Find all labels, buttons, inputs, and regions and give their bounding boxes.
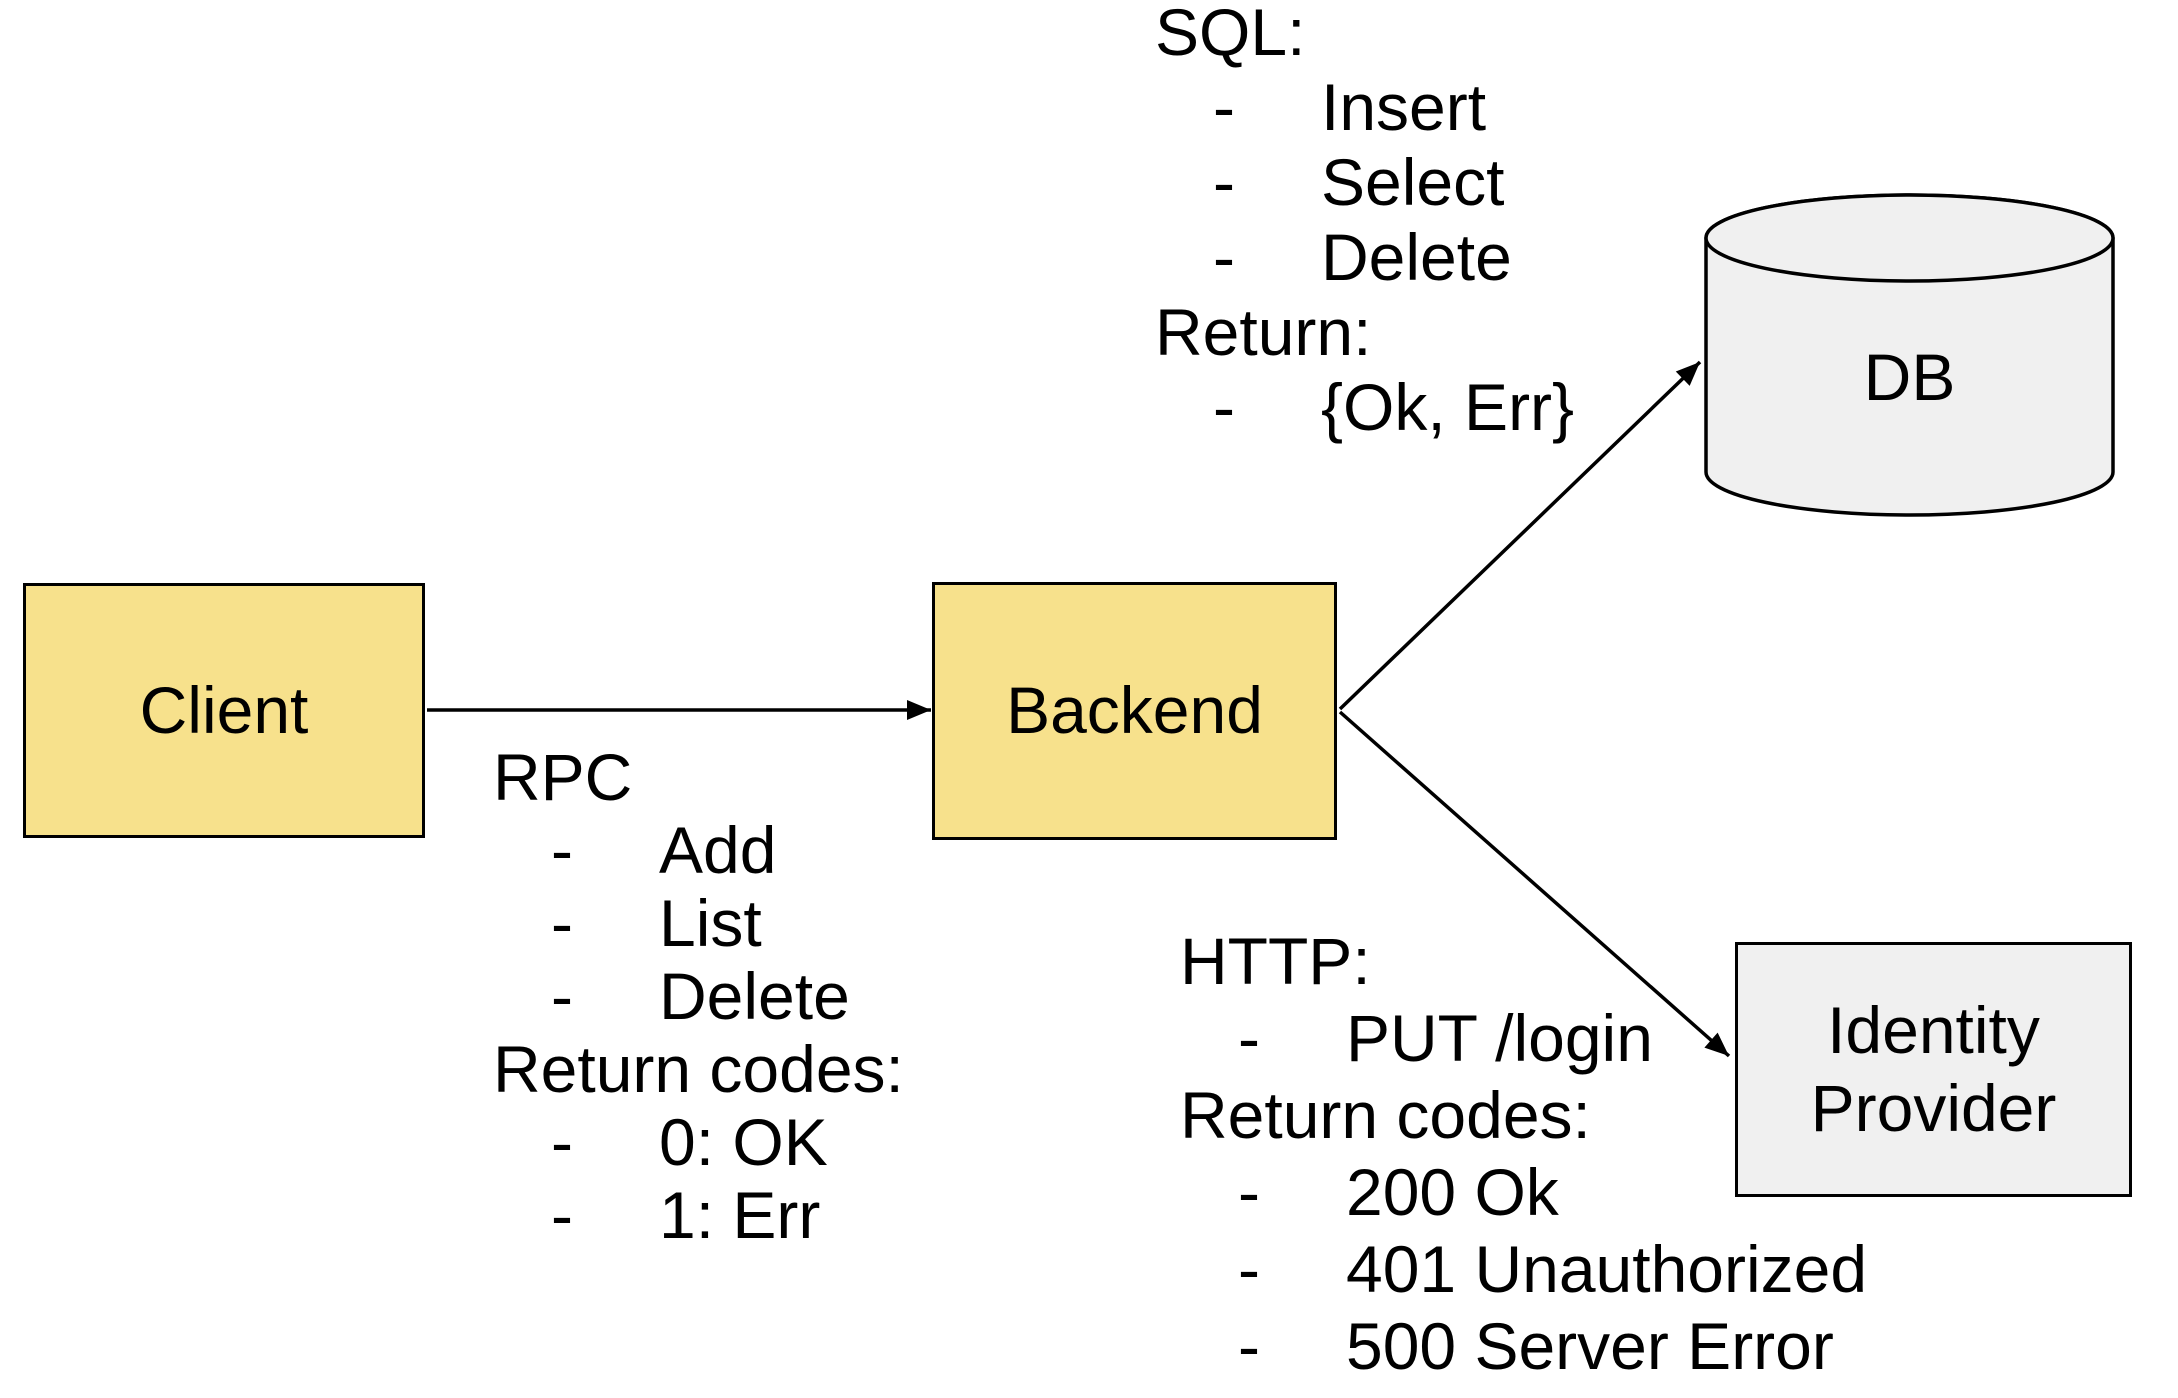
- annotation-item: {Ok, Err}: [1321, 370, 1575, 444]
- annotation-item: Delete: [659, 959, 850, 1033]
- bullet-dash: -: [551, 886, 573, 960]
- annotation-item: Delete: [1321, 220, 1512, 294]
- annotation-item: List: [659, 886, 762, 960]
- annotation-item: Select: [1321, 145, 1505, 219]
- annotation-item: 0: OK: [659, 1105, 828, 1179]
- node-db: DB: [1706, 238, 2113, 515]
- annotation-title: RPC: [493, 740, 633, 814]
- bullet-dash: -: [1238, 1155, 1260, 1229]
- bullet-dash: -: [1213, 220, 1235, 294]
- annotation-item: Insert: [1321, 70, 1487, 144]
- node-backend: Backend: [932, 582, 1337, 840]
- bullet-dash: -: [1213, 70, 1235, 144]
- annotation-item: 200 Ok: [1346, 1155, 1559, 1229]
- annotation-item: 401 Unauthorized: [1346, 1232, 1868, 1306]
- bullet-dash: -: [1238, 1232, 1260, 1306]
- bullet-dash: -: [1238, 1309, 1260, 1383]
- bullet-dash: -: [1213, 370, 1235, 444]
- bullet-dash: -: [1238, 1001, 1260, 1075]
- node-client-label: Client: [139, 672, 309, 747]
- annotation-title: SQL:: [1155, 0, 1306, 69]
- bullet-dash: -: [551, 959, 573, 1033]
- arrow-backend-to-db: [1338, 360, 1702, 711]
- node-identity-provider: Identity Provider: [1735, 942, 2132, 1197]
- db-cylinder-top: [1704, 193, 2115, 283]
- annotation-subtitle: Return codes:: [1180, 1078, 1591, 1152]
- node-identity-provider-label: Identity Provider: [1810, 993, 2057, 1145]
- db-cylinder: [1704, 193, 2115, 517]
- annotation-title: HTTP:: [1180, 924, 1371, 998]
- node-backend-label: Backend: [1006, 673, 1263, 748]
- bullet-dash: -: [551, 1178, 573, 1252]
- bullet-dash: -: [551, 813, 573, 887]
- node-client: Client: [23, 583, 425, 838]
- annotation-item: 1: Err: [659, 1178, 821, 1252]
- bullet-dash: -: [551, 1105, 573, 1179]
- arrow-backend-to-identity-provider: [1338, 710, 1731, 1058]
- annotation-item: 500 Server Error: [1346, 1309, 1834, 1383]
- node-db-label: DB: [1863, 339, 1956, 414]
- annotation-item: Add: [659, 813, 777, 887]
- annotation-item: PUT /login: [1346, 1001, 1653, 1075]
- annotation-subtitle: Return codes:: [493, 1032, 904, 1106]
- bullet-dash: -: [1213, 145, 1235, 219]
- annotation-subtitle: Return:: [1155, 295, 1372, 369]
